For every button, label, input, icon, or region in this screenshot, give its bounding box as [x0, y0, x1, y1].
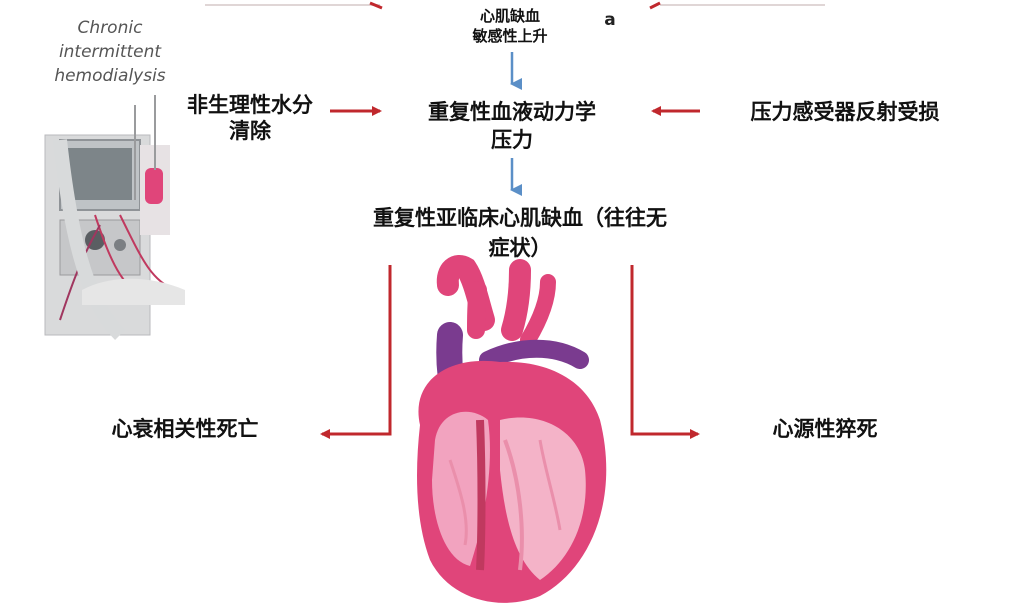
node-top-fragment: a	[604, 10, 616, 30]
arrow-to-sudden-cardiac-death	[630, 265, 700, 439]
node-repetitive-hemodynamic-stress: 重复性血液动力学 压力	[428, 100, 596, 152]
node-sudden-cardiac-death: 心源性猝死	[772, 417, 878, 441]
machine-caption: Chronic intermittent hemodialysis	[54, 18, 166, 86]
arrow-to-heart-failure-death	[320, 265, 392, 439]
machine-cover-box	[220, 82, 310, 88]
node-repetitive-subclinical-ischemia: 重复性亚临床心肌缺血（往往无 症状）	[373, 206, 667, 260]
heart-anatomy-illustration	[417, 255, 607, 603]
top-right-remnant-arrow	[649, 1, 661, 10]
node-baroreflex-impairment: 压力感受器反射受损	[750, 100, 940, 124]
dialysis-machine-illustration	[44, 95, 185, 340]
top-left-remnant-arrow	[369, 1, 383, 10]
node-myocardial-ischemia-sensitivity: 心肌缺血 敏感性上升	[472, 7, 548, 45]
node-heart-failure-death: 心衰相关性死亡	[111, 417, 259, 441]
node-nonphysiologic-fluid-removal: 非生理性水分 清除	[187, 93, 313, 143]
